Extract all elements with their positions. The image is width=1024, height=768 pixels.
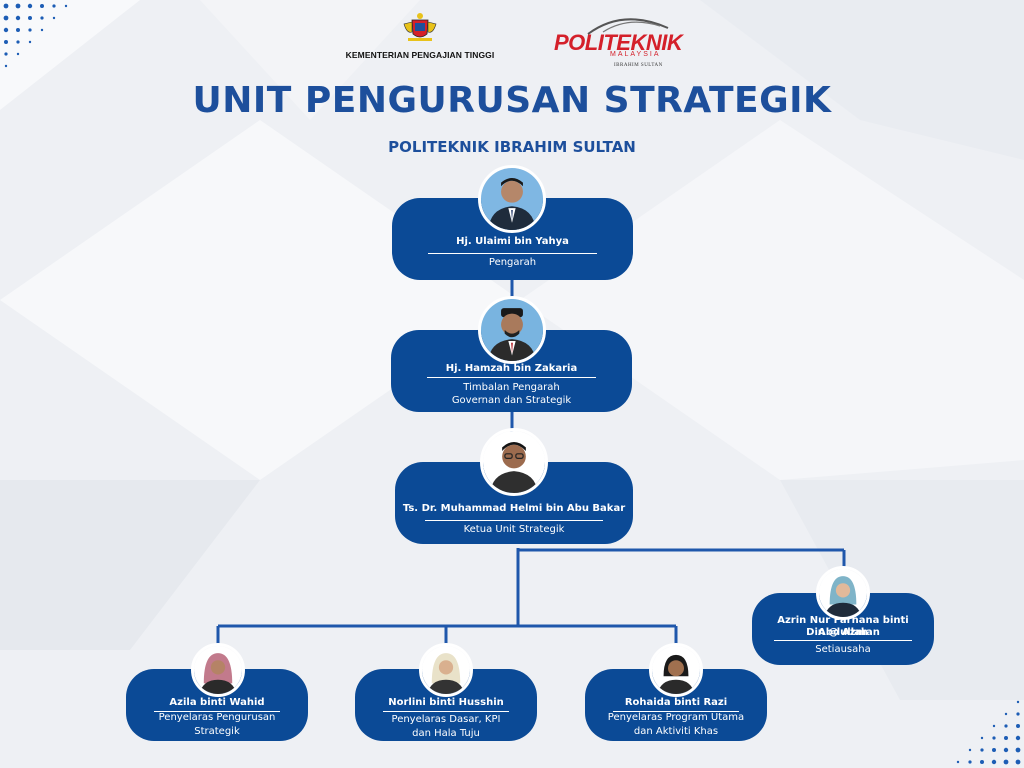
- coordinator-3-role-line-2: dan Aktiviti Khas: [585, 725, 767, 739]
- secretary-name-line-2: Din @ Azman: [752, 627, 934, 639]
- director-role: Pengarah: [392, 256, 633, 270]
- coordinator-2-role-line-2: dan Hala Tuju: [355, 727, 537, 741]
- head-name: Ts. Dr. Muhammad Helmi bin Abu Bakar: [395, 503, 633, 515]
- director-divider: [428, 253, 597, 254]
- coordinator-1-role-line-2: Strategik: [126, 725, 308, 739]
- director-name: Hj. Ulaimi bin Yahya: [392, 236, 633, 248]
- director-avatar: [478, 165, 546, 233]
- deputy-divider: [427, 377, 596, 378]
- coordinator-1-role-line-1: Penyelaras Pengurusan: [126, 711, 308, 725]
- secretary-role: Setiausaha: [752, 643, 934, 657]
- head-role: Ketua Unit Strategik: [395, 523, 633, 537]
- coordinator-2-name: Norlini binti Husshin: [355, 697, 537, 709]
- head-divider: [425, 520, 603, 521]
- deputy-role-line-2: Governan dan Strategik: [391, 394, 632, 408]
- secretary-divider: [774, 640, 912, 641]
- coordinator-2-role-line-1: Penyelaras Dasar, KPI: [355, 713, 537, 727]
- coordinator-1-name: Azila binti Wahid: [126, 697, 308, 709]
- coordinator-3-name: Rohaida binti Razi: [585, 697, 767, 709]
- coordinator-1-avatar: [191, 643, 245, 697]
- coordinator-3-role-line-1: Penyelaras Program Utama: [585, 711, 767, 725]
- coordinator-3-avatar: [649, 643, 703, 697]
- deputy-name: Hj. Hamzah bin Zakaria: [391, 363, 632, 375]
- secretary-avatar: [816, 566, 870, 620]
- coordinator-2-divider: [383, 711, 509, 712]
- deputy-avatar: [478, 296, 546, 364]
- deputy-role-line-1: Timbalan Pengarah: [391, 381, 632, 395]
- head-avatar: [480, 428, 548, 496]
- coordinator-2-avatar: [419, 643, 473, 697]
